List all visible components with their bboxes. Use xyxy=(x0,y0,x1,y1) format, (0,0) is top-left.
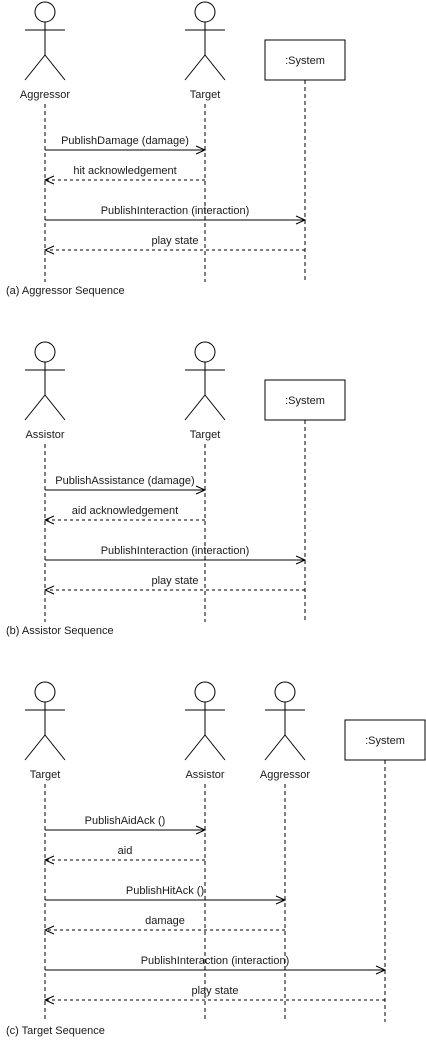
message-label: play state xyxy=(191,985,238,997)
actor-left-leg xyxy=(184,394,206,421)
actor: Aggressor xyxy=(20,1,70,282)
arrowhead xyxy=(43,175,55,185)
message-label: hit acknowledgement xyxy=(73,165,176,177)
actor-head xyxy=(194,681,216,703)
actor-head xyxy=(34,1,56,23)
message-return: play state xyxy=(43,985,385,1005)
actor-label: Aggressor xyxy=(260,769,310,781)
actor-left-leg xyxy=(184,734,206,761)
arrowhead xyxy=(195,485,207,495)
message-return: damage xyxy=(43,915,285,935)
diagram-caption: (b) Assistor Sequence xyxy=(6,625,114,637)
actor-label: Aggressor xyxy=(20,89,70,101)
actor-label: Target xyxy=(190,429,221,441)
message-label: PublishAidAck () xyxy=(85,815,166,827)
message-label: play state xyxy=(151,575,198,587)
message-call: PublishAssistance (damage) xyxy=(45,475,207,495)
message-label: aid acknowledgement xyxy=(72,505,178,517)
actor-left-leg xyxy=(264,734,286,761)
arrowhead xyxy=(43,585,55,595)
message-label: damage xyxy=(145,915,185,927)
system-object: :System xyxy=(264,39,346,282)
object-label: :System xyxy=(285,395,325,407)
message-label: PublishHitAck () xyxy=(126,885,204,897)
message-call: PublishAidAck () xyxy=(45,815,207,835)
object-label: :System xyxy=(285,55,325,67)
actor-left-leg xyxy=(24,54,46,81)
actor: Aggressor xyxy=(260,681,310,1022)
arrowhead xyxy=(43,925,55,935)
message-label: PublishInteraction (interaction) xyxy=(101,205,250,217)
object-label: :System xyxy=(365,735,405,747)
message-label: PublishAssistance (damage) xyxy=(55,475,194,487)
actor-head xyxy=(194,1,216,23)
actor-left-leg xyxy=(24,734,46,761)
actor-right-leg xyxy=(44,54,66,81)
actor-right-leg xyxy=(44,734,66,761)
object-box xyxy=(264,379,346,421)
actor-right-leg xyxy=(44,394,66,421)
actor-label: Target xyxy=(30,769,61,781)
actor-label: Target xyxy=(190,89,221,101)
actor: Assistor xyxy=(184,681,226,1022)
actor-label: Assistor xyxy=(25,429,64,441)
actor-right-leg xyxy=(284,734,306,761)
arrowhead xyxy=(295,215,307,225)
message-label: PublishDamage (damage) xyxy=(61,135,189,147)
arrowhead xyxy=(275,895,287,905)
actor: Target xyxy=(184,341,226,622)
arrowhead xyxy=(43,245,55,255)
message-call: PublishDamage (damage) xyxy=(45,135,207,155)
sequence-diagram: Target Assistor Aggressor :SystemPublishAid… xyxy=(6,681,426,1037)
arrowhead xyxy=(43,515,55,525)
arrowhead xyxy=(43,995,55,1005)
message-return: play state xyxy=(43,235,305,255)
diagram-caption: (c) Target Sequence xyxy=(6,1025,105,1037)
message-return: aid acknowledgement xyxy=(43,505,205,525)
message-label: play state xyxy=(151,235,198,247)
actor-label: Assistor xyxy=(185,769,224,781)
actor-head xyxy=(194,341,216,363)
arrowhead xyxy=(295,555,307,565)
system-object: :System xyxy=(344,719,426,1022)
message-call: PublishInteraction (interaction) xyxy=(45,545,307,565)
message-label: PublishInteraction (interaction) xyxy=(141,955,290,967)
message-label: PublishInteraction (interaction) xyxy=(101,545,250,557)
message-label: aid xyxy=(118,845,133,857)
actor-left-leg xyxy=(24,394,46,421)
message-return: aid xyxy=(43,845,205,865)
actor-head xyxy=(274,681,296,703)
message-call: PublishInteraction (interaction) xyxy=(45,205,307,225)
actor-right-leg xyxy=(204,54,226,81)
arrowhead xyxy=(195,145,207,155)
message-return: hit acknowledgement xyxy=(43,165,205,185)
actor-left-leg xyxy=(184,54,206,81)
message-call: PublishHitAck () xyxy=(45,885,287,905)
arrowhead xyxy=(195,825,207,835)
actor-head xyxy=(34,341,56,363)
arrowhead xyxy=(375,965,387,975)
actor: Target xyxy=(184,1,226,282)
system-object: :System xyxy=(264,379,346,622)
message-call: PublishInteraction (interaction) xyxy=(45,955,387,975)
arrowhead xyxy=(43,855,55,865)
actor: Assistor xyxy=(24,341,66,622)
actor-right-leg xyxy=(204,734,226,761)
actor: Target xyxy=(24,681,66,1022)
message-return: play state xyxy=(43,575,305,595)
diagram-caption: (a) Aggressor Sequence xyxy=(6,285,125,297)
object-box xyxy=(264,39,346,81)
actor-right-leg xyxy=(204,394,226,421)
actor-head xyxy=(34,681,56,703)
